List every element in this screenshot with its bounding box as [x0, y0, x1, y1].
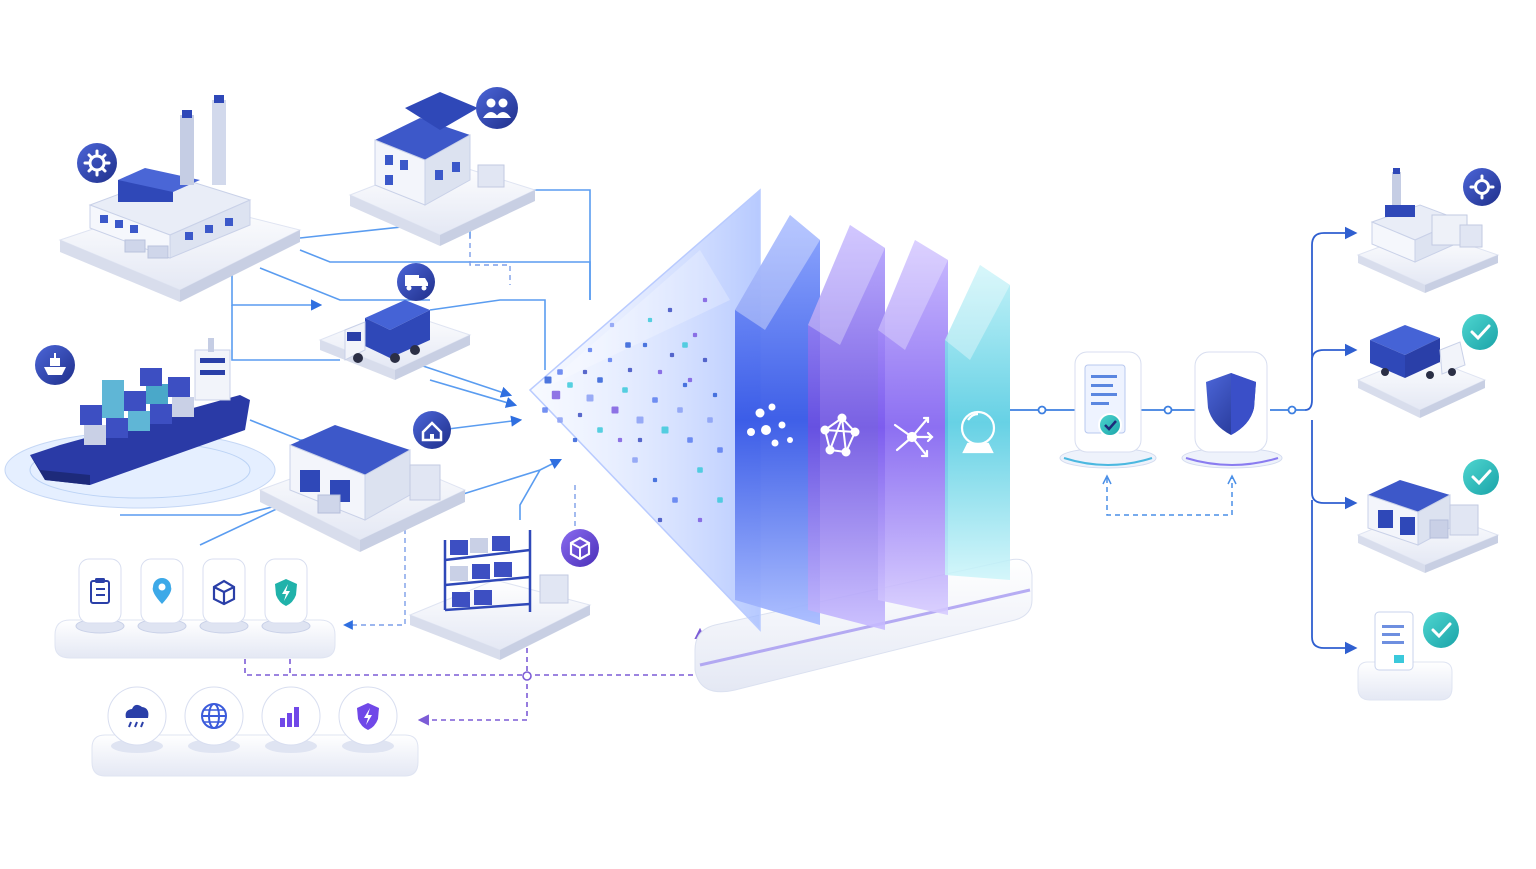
- truck-icon: [397, 263, 435, 301]
- engine-to-validation-line: [1010, 405, 1305, 415]
- bar-chart-tile[interactable]: [261, 686, 321, 753]
- network-icon: [820, 413, 860, 457]
- globe-icon: [201, 703, 227, 729]
- warehouse-output-node[interactable]: [1356, 480, 1500, 573]
- globe-tile[interactable]: [184, 686, 244, 753]
- cube-icon: [212, 579, 236, 606]
- validation-loop: [1102, 474, 1237, 516]
- home-icon: [413, 411, 451, 449]
- racks-node[interactable]: [408, 530, 592, 660]
- engine-layers: [735, 215, 1010, 630]
- gear-icon: [77, 143, 117, 183]
- clipboard-icon: [90, 578, 110, 604]
- document-check-icon: [1098, 413, 1122, 437]
- factory-node[interactable]: [58, 95, 302, 302]
- data-cone: [528, 188, 761, 632]
- check-icon: [1463, 459, 1499, 495]
- document-output-node[interactable]: [1357, 611, 1453, 701]
- external-tiles: [107, 686, 398, 753]
- cloud-rain-icon: [125, 704, 149, 728]
- dashed-connectors: [343, 225, 576, 630]
- shield-icon: [1206, 373, 1256, 435]
- ship-icon: [35, 345, 75, 385]
- location-pin-icon: [152, 578, 172, 604]
- data-tiles: [75, 558, 311, 634]
- gear-icon: [1463, 168, 1501, 206]
- clipboard-tile[interactable]: [75, 558, 125, 634]
- data-particles: [542, 297, 723, 523]
- shield-bolt-icon: [357, 703, 379, 730]
- cloud-rain-tile[interactable]: [107, 686, 167, 753]
- location-pin-tile[interactable]: [137, 558, 187, 634]
- factory-output-node[interactable]: [1356, 168, 1500, 293]
- crystal-ball-icon: [960, 410, 996, 454]
- external-tiles-tray: [91, 734, 419, 777]
- check-icon: [1423, 612, 1459, 648]
- shield-bolt-tile[interactable]: [261, 558, 311, 634]
- truck-node[interactable]: [318, 300, 472, 380]
- truck-output-node[interactable]: [1356, 325, 1487, 418]
- box-icon: [561, 529, 599, 567]
- cube-tile[interactable]: [199, 558, 249, 634]
- check-icon: [1462, 314, 1498, 350]
- shield-bolt-icon: [275, 579, 297, 606]
- branch-arrows-icon: [893, 416, 934, 458]
- bar-chart-icon: [280, 707, 299, 727]
- office-node[interactable]: [348, 92, 537, 246]
- ship-node[interactable]: [4, 338, 276, 509]
- shield-bolt-tile[interactable]: [338, 686, 398, 753]
- warehouse-node[interactable]: [258, 425, 467, 552]
- particles-icon: [747, 403, 793, 447]
- users-icon: [476, 87, 518, 129]
- output-branches: [1304, 226, 1358, 655]
